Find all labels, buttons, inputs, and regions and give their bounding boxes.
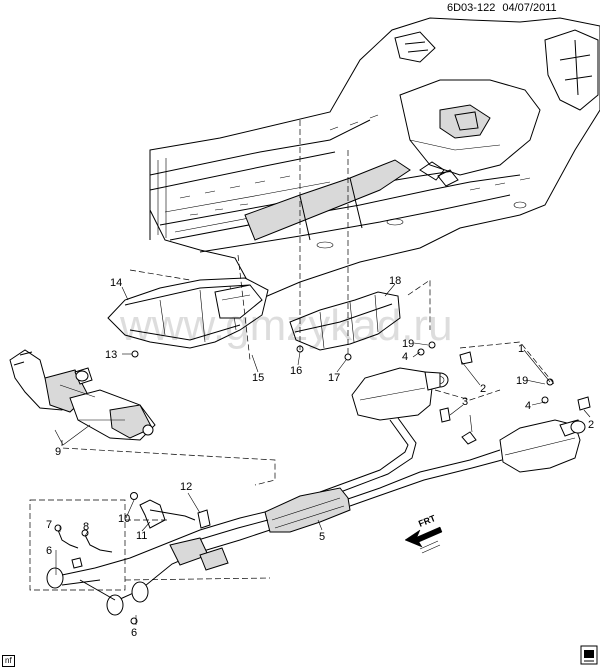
callout-12: 12 (180, 481, 192, 493)
callout-16: 16 (290, 365, 302, 377)
callout-13: 13 (105, 349, 117, 361)
front-exhaust-manifold-pipe (9, 349, 156, 441)
page-corner-icon (580, 645, 598, 665)
heat-shield-front (107, 277, 269, 349)
drawing-id: 6D03-122 (447, 2, 496, 14)
callout-1: 1 (518, 343, 524, 355)
callout-2: 2 (588, 419, 594, 431)
callout-2: 2 (480, 383, 486, 395)
callout-9: 9 (55, 446, 61, 458)
drawing-header: 6D03-122 04/07/2011 (447, 2, 557, 14)
callout-18: 18 (389, 275, 401, 287)
callout-10: 10 (118, 513, 130, 525)
front-indicator: FRT (417, 513, 437, 529)
callout-17: 17 (328, 372, 340, 384)
front-arrow-icon: FRT (404, 513, 443, 554)
callout-6: 6 (131, 627, 137, 639)
callout-8: 8 (83, 521, 89, 533)
callout-14: 14 (110, 277, 122, 289)
underbody-floor-pan (149, 17, 600, 301)
exhaust-pipe-system (46, 351, 591, 616)
dashed-groupings (29, 120, 556, 591)
leader-lines (54, 283, 591, 625)
callout-3: 3 (462, 396, 468, 408)
callout-19: 19 (402, 338, 414, 350)
heat-shield-rear (289, 291, 401, 351)
bracket-and-fasteners (130, 341, 554, 625)
callout-4: 4 (402, 351, 408, 363)
oxygen-sensors (54, 524, 113, 569)
callout-7: 7 (46, 519, 52, 531)
watermark: www.gmzykad.ru (119, 301, 453, 350)
corner-tag: nf (2, 655, 15, 667)
muffler-left (351, 367, 449, 421)
callout-5: 5 (319, 531, 325, 543)
callout-6: 6 (46, 545, 52, 557)
callout-numbers: 1 2 2 3 4 4 5 6 6 7 8 9 10 11 12 13 14 1… (46, 275, 594, 639)
callout-19: 19 (516, 375, 528, 387)
callout-4: 4 (525, 400, 531, 412)
callout-15: 15 (252, 372, 264, 384)
muffler-right (499, 419, 586, 473)
callout-11: 11 (136, 530, 147, 542)
drawing-date: 04/07/2011 (502, 2, 557, 14)
